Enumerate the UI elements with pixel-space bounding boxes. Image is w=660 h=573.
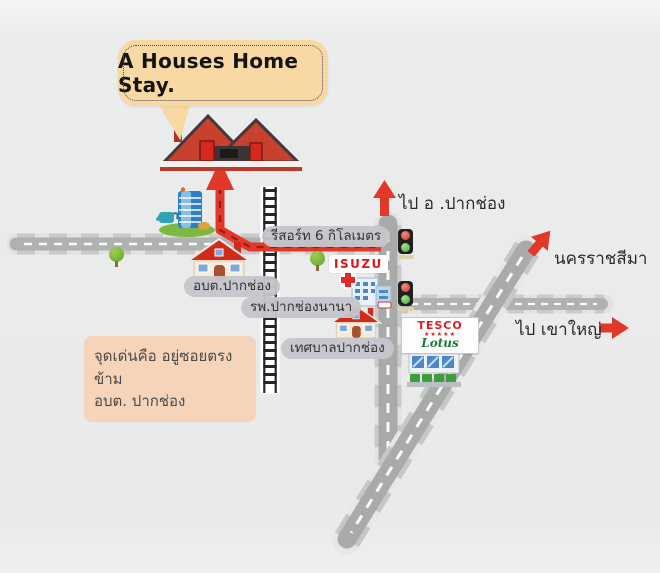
tree-icon [309,251,327,273]
note-box: จุดเด่นคือ อยู่ซอยตรงข้าม อบต. ปากช่อง [84,336,256,422]
tesco-stars: ★★★★★ [424,330,456,338]
resort-distance-label: รีสอร์ท 6 กิโลเมตร [262,226,391,247]
direction-nakhon-ratchasima: นครราชสีมา [554,249,648,269]
direction-khao-yai: ไป เขาใหญ่ [516,320,602,340]
route-arrowhead-icon [206,160,234,190]
sao-cottage-icon [186,237,252,281]
tesco-logo: TESCO [417,319,463,332]
homestay-houses-icon [160,113,302,171]
route-line [206,160,381,252]
north-arrow-icon [373,180,396,216]
note-line-1: จุดเด่นคือ อยู่ซอยตรงข้าม [94,347,233,388]
traffic-light-icon [395,229,417,263]
direction-pakchong: ไป อ .ปากช่อง [399,194,506,214]
tesco-lotus-sign: TESCO ★★★★★ Lotus [401,317,479,354]
hospital-label: รพ.ปากช่องนานา [241,297,362,318]
nakhon-arrow-icon [527,230,551,257]
sao-pakchong-label: อบต.ปากช่อง [184,276,280,297]
speech-bubble: A Houses Home Stay. [118,40,328,106]
road-diagonal [332,235,541,555]
municipality-label: เทศบาลปากช่อง [281,338,394,359]
isuzu-logo: ISUZU [329,255,388,273]
homestay-title: A Houses Home Stay. [118,49,299,97]
tree-icon [108,247,126,269]
traffic-light-icon [395,281,417,315]
khaoyai-arrow-icon [599,317,629,339]
note-line-2: อบต. ปากช่อง [94,392,186,410]
lotus-logo: Lotus [421,335,459,350]
office-building-icon [156,187,215,237]
hospital-icon [339,271,392,309]
